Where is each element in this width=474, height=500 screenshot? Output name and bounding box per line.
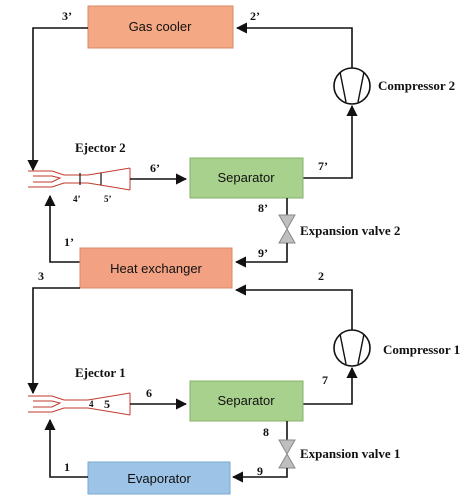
expansion-valve-1-icon: [278, 439, 296, 469]
state-6: 6: [146, 386, 152, 400]
heat-exchanger-box: [79, 247, 233, 289]
state-9p: 9’: [258, 246, 268, 260]
state-7p: 7’: [318, 159, 328, 173]
ejector-1-label: Ejector 1: [75, 365, 126, 380]
flow-line-1p: [44, 194, 80, 263]
ejector-2-icon: [28, 167, 131, 191]
state-1p: 1’: [64, 235, 74, 249]
ejector-1-icon: [28, 392, 131, 416]
state-2: 2: [318, 269, 324, 283]
flow-line-3: [27, 287, 80, 395]
flow-line-2p: [235, 22, 353, 68]
state-6p: 6’: [150, 161, 160, 175]
state-3p: 3’: [62, 9, 72, 23]
state-8p: 8’: [258, 201, 268, 215]
gas-cooler-label: Gas cooler: [129, 19, 193, 34]
flow-line-7: [303, 366, 358, 405]
state-9: 9: [257, 464, 263, 478]
state-5: 5: [104, 397, 110, 411]
state-1: 1: [64, 460, 70, 474]
state-3: 3: [38, 269, 44, 283]
flow-line-3p: [27, 27, 88, 172]
flow-line-7p: [303, 104, 358, 179]
evaporator-label: Evaporator: [127, 471, 191, 486]
gas-cooler-box: [87, 5, 234, 49]
state-2p: 2’: [250, 9, 260, 23]
expansion-valve-2-label: Expansion valve 2: [300, 223, 400, 238]
state-8: 8: [263, 425, 269, 439]
compressor-2-icon: [333, 67, 371, 105]
separator-2-label: Separator: [217, 170, 275, 185]
heat-exchanger-label: Heat exchanger: [110, 261, 202, 276]
separator-2-box: [189, 157, 304, 199]
separator-1-label: Separator: [217, 393, 275, 408]
state-7: 7: [322, 373, 328, 387]
state-4: 4: [89, 399, 94, 409]
compressor-2-label: Compressor 2: [378, 78, 455, 93]
evaporator-box: [87, 461, 231, 495]
flow-line-9: [231, 468, 288, 483]
compressor-1-icon: [333, 329, 371, 367]
flow-line-2: [234, 284, 353, 330]
flow-line-1: [44, 418, 88, 478]
flow-line-9p: [234, 243, 288, 268]
expansion-valve-1-label: Expansion valve 1: [300, 446, 400, 461]
state-5p: 5’: [104, 194, 112, 204]
compressor-1-label: Compressor 1: [383, 342, 460, 357]
state-4p: 4’: [73, 194, 81, 204]
ejector-2-label: Ejector 2: [75, 140, 126, 155]
expansion-valve-2-icon: [278, 214, 296, 244]
separator-1-box: [189, 380, 304, 422]
